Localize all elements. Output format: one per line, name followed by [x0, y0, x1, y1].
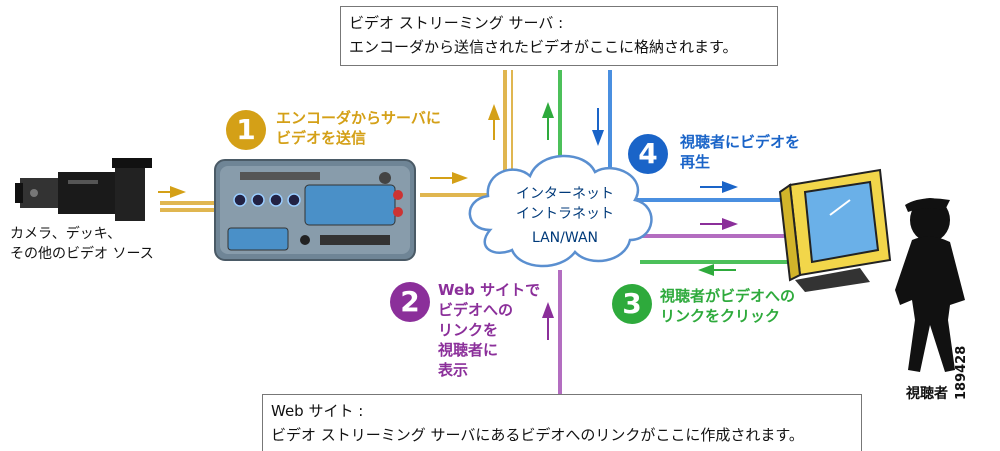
gold-arrow-up-icon — [488, 104, 500, 120]
video-camera-icon — [15, 158, 152, 221]
step-2-label: Web サイトで ビデオへの リンクを 視聴者に 表示 — [438, 281, 541, 379]
purple-arrow-right-icon — [722, 218, 738, 230]
streaming-server-box: ビデオ ストリーミング サーバ : エンコーダから送信されたビデオがここに格納さ… — [340, 6, 778, 66]
blue-arrow-right-icon — [722, 181, 738, 193]
step-2-badge: 2 — [390, 282, 430, 322]
step-1-label: エンコーダからサーバに ビデオを送信 — [276, 109, 441, 147]
web-box-line1: Web サイト : — [271, 402, 364, 420]
web-box-line2: ビデオ ストリーミング サーバにあるビデオへのリンクがここに作成されます。 — [271, 426, 804, 444]
web-site-box: Web サイト : ビデオ ストリーミング サーバにあるビデオへのリンクがここに… — [262, 394, 862, 451]
purple-arrow-up-icon — [542, 302, 554, 318]
step-1-badge: 1 — [226, 110, 266, 150]
monitor-icon — [778, 168, 892, 292]
step-4-badge: 4 — [628, 134, 668, 174]
cloud-label: インターネット イントラネット LAN/WAN — [516, 186, 614, 246]
network-cloud-icon — [468, 154, 653, 268]
step-4-label: 視聴者にビデオを 再生 — [680, 133, 801, 171]
step-3-label: 視聴者がビデオへの リンクをクリック — [660, 287, 796, 325]
figure-id: 189428 — [954, 345, 969, 400]
camera-label: カメラ、デッキ、 その他のビデオ ソース — [10, 226, 154, 262]
encoder-device-icon — [214, 159, 416, 261]
gold-arrow-right-icon-2 — [452, 172, 468, 184]
server-box-line1: ビデオ ストリーミング サーバ : — [349, 14, 564, 32]
server-box-line2: エンコーダから送信されたビデオがここに格納されます。 — [349, 38, 738, 56]
green-arrow-up-icon — [542, 102, 554, 118]
green-arrow-left-icon — [698, 264, 714, 276]
blue-arrow-down-icon — [592, 130, 604, 146]
step-3-badge: 3 — [612, 284, 652, 324]
viewer-label: 視聴者 — [906, 386, 948, 402]
viewer-person-icon — [895, 198, 965, 372]
gold-arrow-right-icon — [170, 186, 186, 198]
